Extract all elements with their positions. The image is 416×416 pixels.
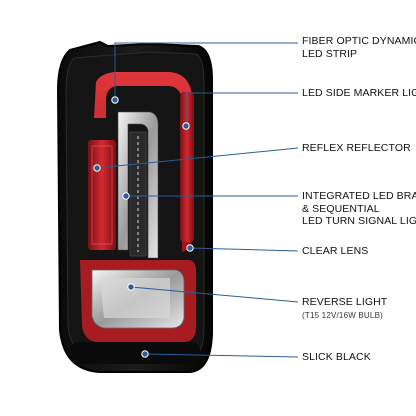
callout-clear-lens-text: CLEAR LENS — [302, 245, 369, 257]
callout-reflex-reflector: REFLEX REFLECTOR — [302, 142, 411, 155]
callout-reflex-text: REFLEX REFLECTOR — [302, 142, 411, 154]
callout-reverse-light: REVERSE LIGHT (T15 12V/16W BULB) — [302, 296, 387, 322]
callout-slick-black: SLICK BLACK — [302, 351, 371, 364]
callout-fiber-optic-line1: FIBER OPTIC DYNAMIC — [302, 35, 416, 47]
callout-brake-line2: & SEQUENTIAL — [302, 202, 380, 215]
callout-fiber-optic: FIBER OPTIC DYNAMIC LED STRIP — [302, 35, 416, 60]
callout-brake-line3: LED TURN SIGNAL LIGHT — [302, 215, 416, 227]
callout-side-marker: LED SIDE MARKER LIGHT — [302, 87, 416, 100]
callout-dots — [93, 96, 194, 358]
brake-led-shape — [129, 131, 147, 257]
callout-slick-black-text: SLICK BLACK — [302, 351, 371, 363]
chrome-trim-shape — [117, 111, 159, 259]
callout-reverse-text: REVERSE LIGHT — [302, 296, 388, 308]
callout-lines — [96, 42, 299, 358]
callout-brake-turn: INTEGRATED LED BRAKE & SEQUENTIAL LED TU… — [302, 190, 416, 228]
callout-brake-line1: INTEGRATED LED BRAKE — [302, 190, 416, 202]
callout-side-marker-text: LED SIDE MARKER LIGHT — [302, 87, 416, 99]
callout-reverse-sub: (T15 12V/16W BULB) — [302, 310, 383, 320]
callout-fiber-optic-line2: LED STRIP — [302, 47, 358, 60]
side-marker-shape — [180, 92, 194, 242]
callout-clear-lens: CLEAR LENS — [302, 245, 368, 258]
